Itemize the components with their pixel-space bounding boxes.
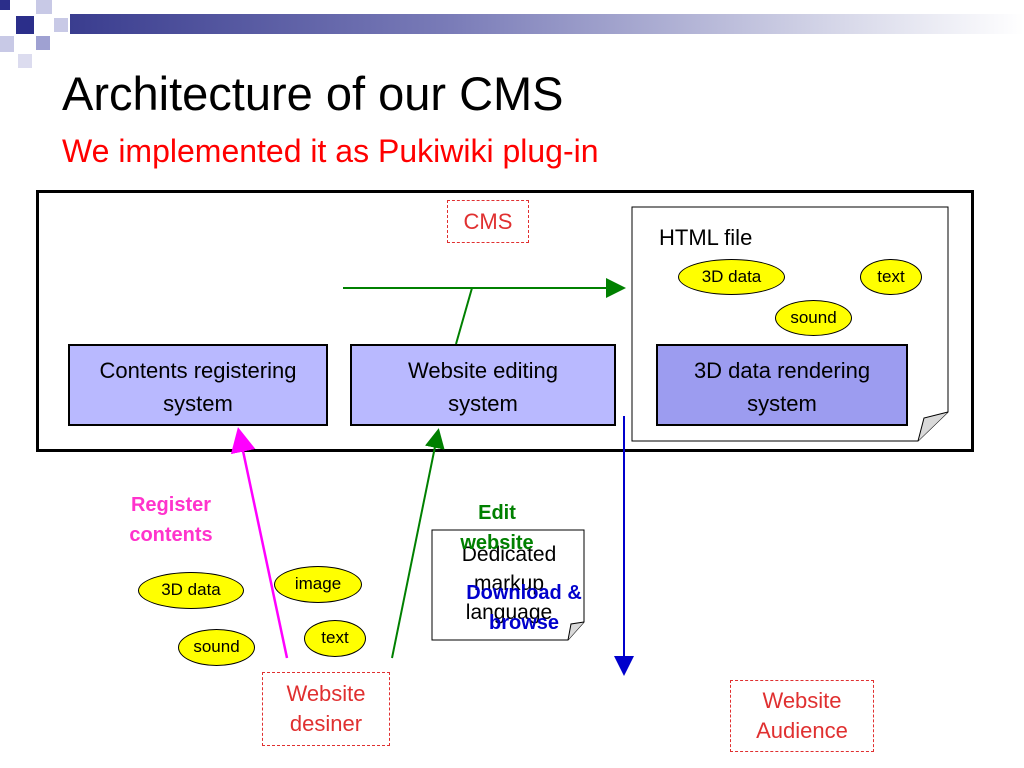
website-editing-system-box: Website editing system bbox=[350, 344, 616, 426]
slide-title: Architecture of our CMS bbox=[62, 67, 564, 120]
register-contents-arrow bbox=[230, 427, 289, 659]
cms-label: CMS bbox=[447, 200, 529, 243]
website-editing-system-label: Website editing system bbox=[407, 358, 558, 416]
website-audience-label: Website Audience bbox=[756, 688, 848, 743]
html-item-sound: sound bbox=[775, 300, 852, 336]
edit-website-arrow bbox=[391, 428, 445, 659]
edit-website-label: Edit website bbox=[460, 502, 534, 554]
download-browse-label: Download & browse bbox=[466, 582, 582, 634]
website-designer-actor: Website desiner bbox=[262, 672, 390, 746]
rendering-system-box: 3D data rendering system bbox=[656, 344, 908, 426]
html-file-label: HTML file bbox=[659, 225, 753, 250]
markup-note-label: Dedicated markup language bbox=[461, 543, 557, 624]
contents-registering-system-box: Contents registering system bbox=[68, 344, 328, 426]
header-gradient-bar bbox=[70, 14, 1024, 34]
rendering-system-label: 3D data rendering system bbox=[693, 358, 871, 416]
contents-registering-system-label: Contents registering system bbox=[99, 358, 297, 416]
website-audience-actor: Website Audience bbox=[730, 680, 874, 752]
html-item-text: text bbox=[860, 259, 922, 295]
website-designer-label: Website desiner bbox=[286, 681, 366, 736]
publish-arrow bbox=[343, 278, 626, 345]
content-image: image bbox=[274, 566, 362, 603]
slide-subtitle: We implemented it as Pukiwiki plug-in bbox=[62, 133, 599, 169]
content-3d-data: 3D data bbox=[138, 572, 244, 609]
html-item-3d-data: 3D data bbox=[678, 259, 785, 295]
register-contents-label: Register contents bbox=[129, 494, 213, 546]
content-sound: sound bbox=[178, 629, 255, 666]
content-text: text bbox=[304, 620, 366, 657]
